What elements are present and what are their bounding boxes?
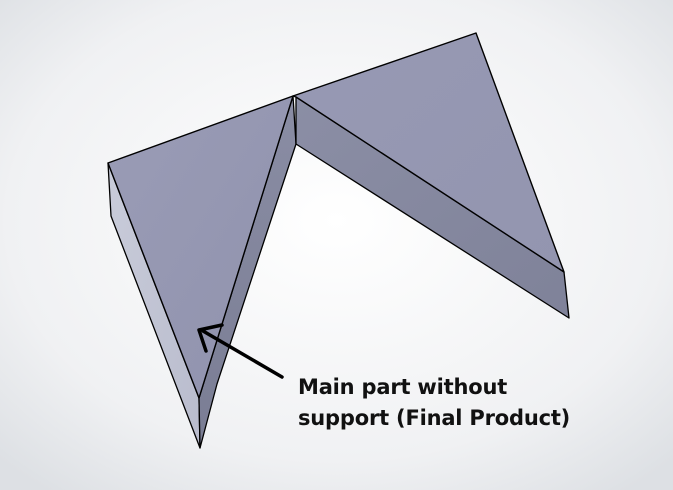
left-part-top-face: [107, 95, 294, 399]
annotation-callout: Main part without support (Final Product…: [298, 372, 638, 434]
right-triangle-part[interactable]: [292, 32, 570, 319]
right-part-top-face: [292, 32, 565, 273]
callout-line-2: support (Final Product): [298, 406, 571, 430]
arrow-icon: [197, 323, 284, 379]
callout-line-1: Main part without: [298, 375, 508, 399]
left-triangle-part[interactable]: [107, 95, 297, 449]
